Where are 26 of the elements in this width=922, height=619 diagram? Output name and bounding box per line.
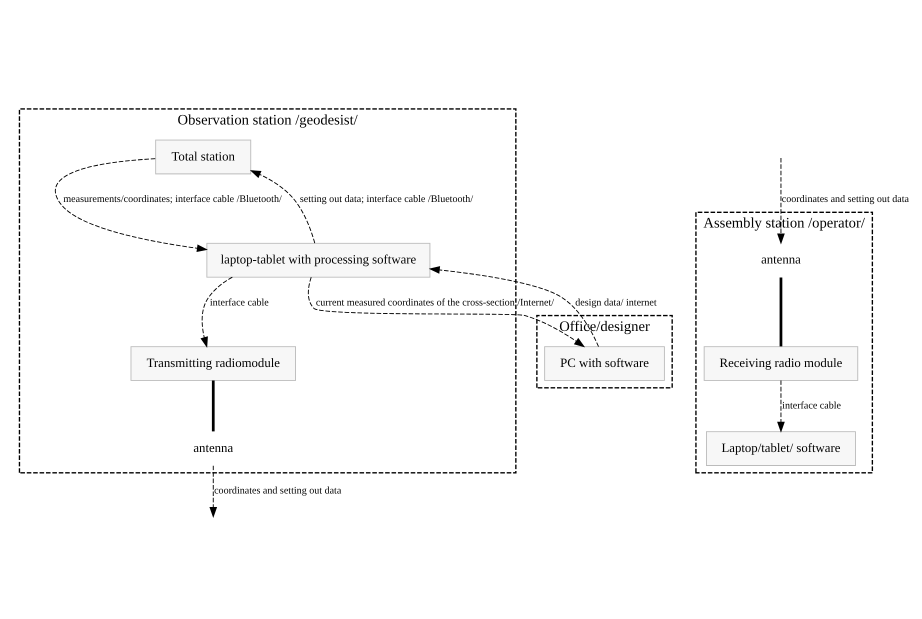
node-box: laptop-tablet with processing software: [206, 242, 430, 278]
edge-label: coordinates and setting out data: [782, 194, 910, 206]
node-text: antenna: [761, 252, 801, 267]
arrow: [777, 380, 785, 433]
connector: [212, 380, 215, 432]
edge-label: design data/ internet: [575, 297, 657, 308]
arrow: [777, 158, 785, 244]
edge-label: setting out data; interface cable /Bluetooth/: [300, 194, 474, 206]
node-box: PC with software: [544, 346, 665, 381]
arrow: [250, 170, 316, 244]
arrow: [200, 276, 233, 348]
arrow: [209, 465, 218, 518]
node-box: Transmitting radiomodule: [130, 346, 296, 381]
node-text: antenna: [193, 440, 234, 455]
edge-label: interface cable: [782, 400, 841, 412]
edge-label: measurements/coordinates; interface cable /Bluetooth/: [63, 194, 282, 206]
arrow: [54, 158, 208, 252]
connector: [780, 277, 782, 346]
edge-label: current measured coordinates of the cross-section /Internet/: [316, 297, 554, 308]
node-box: Receiving radio module: [704, 346, 858, 381]
node-box: Total station: [155, 140, 252, 174]
arrow: [308, 276, 586, 348]
edge-label: interface cable: [210, 297, 269, 308]
node-box: Laptop/tablet/ software: [706, 431, 856, 466]
edge-label: coordinates and setting out data: [214, 486, 342, 497]
arrow: [428, 266, 599, 348]
